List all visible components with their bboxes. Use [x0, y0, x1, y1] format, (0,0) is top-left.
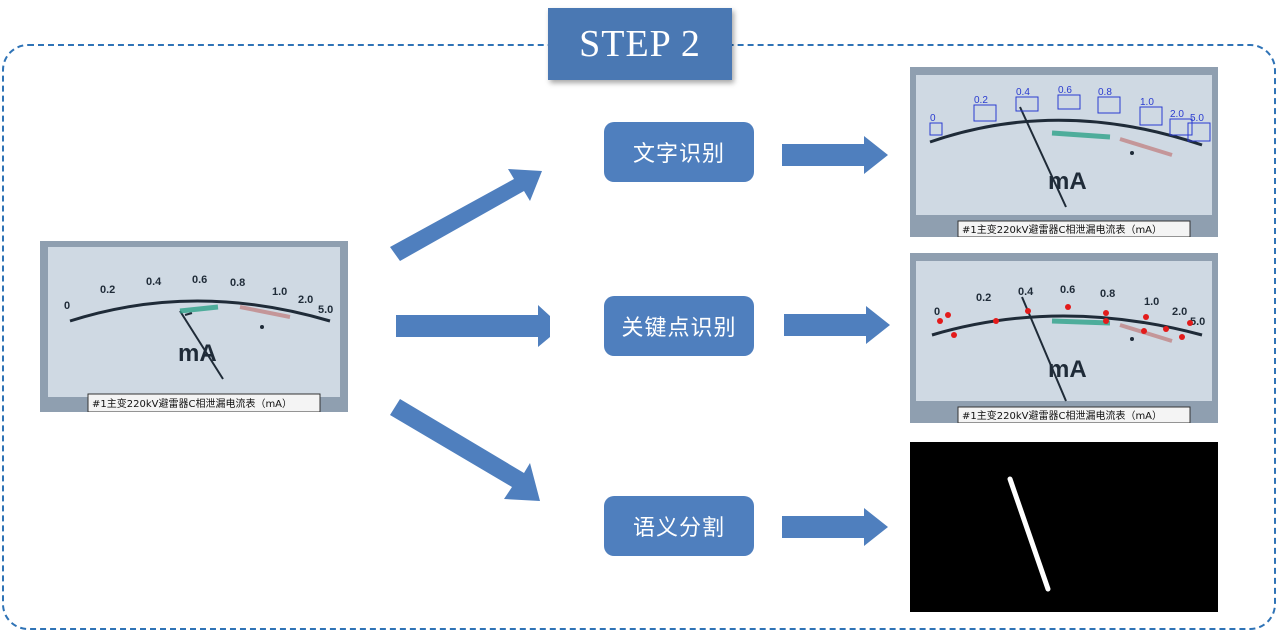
- keypoint-8: [1179, 334, 1185, 340]
- keypoint-3: [1025, 308, 1031, 314]
- branch-arrows: [390, 169, 550, 501]
- ocr-label-0: 0: [930, 113, 936, 124]
- arrow-text-to-output: [782, 136, 888, 174]
- input-gauge-image: mA 0 0.2 0.4 0.6 0.8 1.0 2.0 5.0 #1主变220…: [40, 241, 348, 412]
- keypoint-label-5: 1.0: [1144, 296, 1159, 308]
- segmented-pointer: [1007, 476, 1051, 592]
- keypoint-5: [1103, 310, 1109, 316]
- ocr-gauge-nameplate: #1主变220kV避雷器C相泄漏电流表（mA）: [962, 223, 1162, 236]
- keypoint-6: [1143, 314, 1149, 320]
- keypoint-1: [951, 332, 957, 338]
- method-text-recognition: 文字识别: [604, 122, 754, 182]
- input-gauge-label-7: 5.0: [318, 304, 333, 316]
- keypoint-label-3: 0.6: [1060, 284, 1075, 296]
- keypoints: [937, 304, 1193, 340]
- keypoint-gauge-unit: mA: [1048, 356, 1087, 383]
- keypoint-label-4: 0.8: [1100, 288, 1115, 300]
- keypoint-2: [993, 318, 999, 324]
- arrow-keypoint-to-output: [784, 306, 890, 344]
- input-gauge-label-1: 0.2: [100, 284, 115, 296]
- keypoint-label-7: 5.0: [1190, 316, 1205, 328]
- ocr-gauge-unit: mA: [1048, 168, 1087, 195]
- arrow-to-keypoint-recognition: [396, 305, 550, 347]
- keypoint-7: [1163, 326, 1169, 332]
- keypoint-label-1: 0.2: [976, 292, 991, 304]
- keypoint-label-0: 0: [934, 306, 940, 318]
- keypoint-9: [945, 312, 951, 318]
- keypoint-0: [937, 318, 943, 324]
- ocr-label-7: 5.0: [1190, 113, 1204, 124]
- ocr-result-image: mA 0 0.2 0.4 0.6 0.8 1.0 2.0 5.0 #1主变220…: [910, 67, 1218, 237]
- input-gauge-nameplate: #1主变220kV避雷器C相泄漏电流表（mA）: [92, 397, 292, 410]
- keypoint-11: [1141, 328, 1147, 334]
- arrow-to-semantic-segmentation: [390, 399, 540, 501]
- segmentation-mask-image: [910, 442, 1218, 612]
- input-gauge-label-4: 0.8: [230, 277, 245, 289]
- keypoint-label-6: 2.0: [1172, 306, 1187, 318]
- arrow-segmentation-to-output: [782, 508, 888, 546]
- input-gauge-label-5: 1.0: [272, 286, 287, 298]
- ocr-label-2: 0.4: [1016, 87, 1030, 98]
- input-gauge-label-0: 0: [64, 300, 70, 312]
- ocr-label-6: 2.0: [1170, 109, 1184, 120]
- keypoint-result-image: mA 0 0.2 0.4 0.6 0.8 1.0 2.0 5.0: [910, 253, 1218, 423]
- input-gauge-label-2: 0.4: [146, 276, 162, 288]
- keypoint-12: [1187, 320, 1193, 326]
- keypoint-label-2: 0.4: [1018, 286, 1034, 298]
- ocr-label-4: 0.8: [1098, 87, 1112, 98]
- ocr-label-3: 0.6: [1058, 85, 1072, 96]
- ocr-label-5: 1.0: [1140, 97, 1154, 108]
- ocr-label-1: 0.2: [974, 95, 988, 106]
- input-gauge-label-6: 2.0: [298, 294, 313, 306]
- method-keypoint-recognition: 关键点识别: [604, 296, 754, 356]
- arrow-to-text-recognition: [390, 169, 542, 261]
- step-title: STEP 2: [548, 8, 732, 80]
- keypoint-4: [1065, 304, 1071, 310]
- keypoint-10: [1103, 318, 1109, 324]
- method-semantic-segmentation: 语义分割: [604, 496, 754, 556]
- input-gauge-unit: mA: [178, 340, 217, 367]
- keypoint-gauge-nameplate: #1主变220kV避雷器C相泄漏电流表（mA）: [962, 409, 1162, 422]
- input-gauge-label-3: 0.6: [192, 274, 207, 286]
